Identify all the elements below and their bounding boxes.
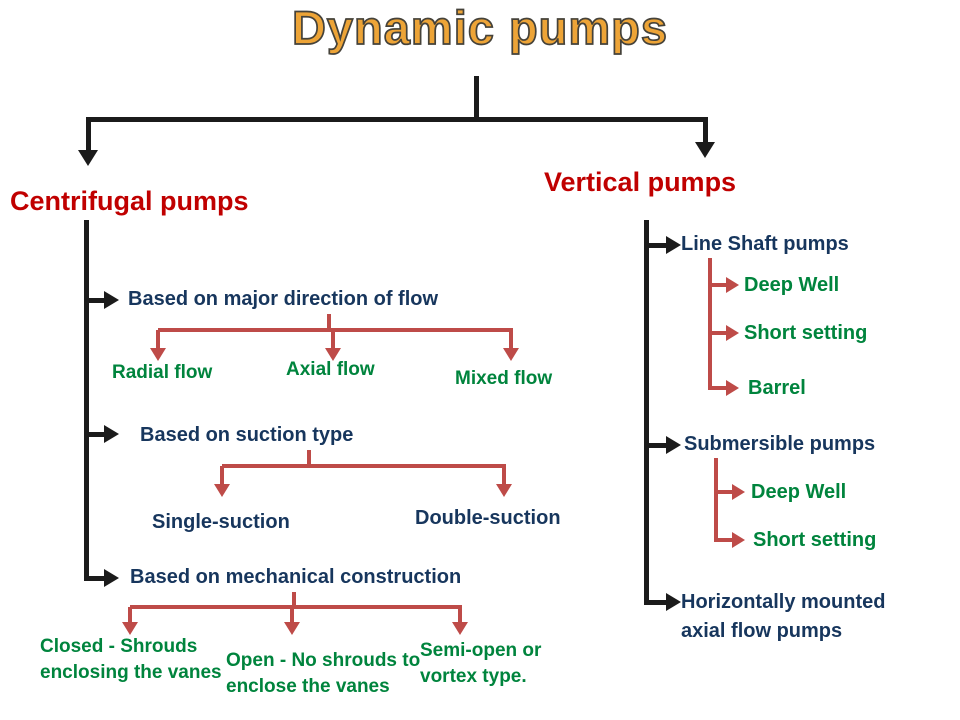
leaf-axial-flow: Axial flow [286, 359, 375, 380]
rbracket1-arrow3-icon [726, 380, 739, 396]
leaf-short-setting-1: Short setting [744, 322, 868, 344]
bracket1-arrow3-icon [503, 348, 519, 361]
bracket1-arrow1-icon [150, 348, 166, 361]
diagram-title: Dynamic pumps [291, 0, 669, 55]
left-branch1-line [84, 298, 106, 303]
leaf-barrel: Barrel [748, 377, 806, 399]
bracket2-drop1-line [220, 466, 224, 486]
bracket1-arrow2-icon [325, 348, 341, 361]
bracket1-drop3-line [509, 330, 513, 350]
rbracket2-tick2-line [716, 538, 732, 542]
category-submersible-pumps: Submersible pumps [684, 433, 876, 455]
bracket3-arrow3-icon [452, 622, 468, 635]
leaf-deep-well-2: Deep Well [751, 481, 847, 503]
bracket1-drop1-line [156, 330, 160, 350]
leaf-single-suction: Single-suction [152, 511, 290, 533]
left-branch3-line [84, 576, 106, 581]
bracket3-arrow2-icon [284, 622, 300, 635]
right-branch1-arrow-icon [666, 236, 681, 254]
rbracket1-spine-line [708, 258, 712, 390]
rbracket1-arrow2-icon [726, 325, 739, 341]
rbracket2-tick1-line [716, 490, 732, 494]
bracket2-bar-line [222, 464, 506, 468]
vertical-pumps-label: Vertical pumps [544, 167, 737, 197]
leaf-short-setting-2: Short setting [753, 529, 877, 551]
right-trunk-line [644, 220, 649, 604]
left-branch2-arrow-icon [104, 425, 119, 443]
bracket2-arrow2-icon [496, 484, 512, 497]
leaf-radial-flow: Radial flow [112, 362, 213, 383]
bracket3-drop1-line [128, 607, 132, 624]
bracket1-drop2-line [331, 330, 335, 350]
leaf-double-suction: Double-suction [415, 507, 561, 529]
rbracket1-tick1-line [710, 283, 726, 287]
bracket1-bar-line [158, 328, 513, 332]
title-stem-line [474, 76, 479, 120]
right-branch3-arrow-icon [666, 593, 681, 611]
category-mechanical-construction: Based on mechanical construction [130, 566, 462, 588]
right-drop-line [703, 117, 708, 144]
right-branch3-line [644, 600, 666, 605]
left-drop-line [86, 117, 91, 152]
bracket3-arrow1-icon [122, 622, 138, 635]
category-direction-of-flow: Based on major direction of flow [128, 288, 439, 310]
bracket3-stub-line [292, 592, 296, 607]
leaf-closed-shrouds: Closed - Shrouds enclosing the vanes [40, 636, 222, 683]
bracket2-arrow1-icon [214, 484, 230, 497]
rbracket1-arrow1-icon [726, 277, 739, 293]
right-branch2-line [644, 443, 666, 448]
top-horizontal-line [86, 117, 708, 122]
bracket3-bar-line [130, 605, 462, 609]
rbracket1-tick3-line [710, 386, 726, 390]
left-down-arrow-icon [78, 150, 98, 166]
leaf-mixed-flow: Mixed flow [455, 368, 553, 389]
leaf-semi-open-vortex: Semi-open or vortex type. [420, 640, 542, 687]
right-branch2-arrow-icon [666, 436, 681, 454]
leaf-open-no-shrouds: Open - No shrouds to enclose the vanes [226, 650, 421, 697]
rbracket2-arrow1-icon [732, 484, 745, 500]
bracket3-drop3-line [458, 607, 462, 624]
rbracket2-spine-line [714, 458, 718, 542]
left-branch1-arrow-icon [104, 291, 119, 309]
bracket3-drop2-line [290, 607, 294, 624]
rbracket1-tick2-line [710, 331, 726, 335]
category-horizontal-axial-pumps: Horizontally mounted axial flow pumps [681, 591, 886, 642]
bracket2-drop2-line [502, 466, 506, 486]
left-branch2-line [84, 432, 106, 437]
bracket2-stub-line [307, 450, 311, 466]
right-branch1-line [644, 243, 666, 248]
category-line-shaft-pumps: Line Shaft pumps [681, 233, 849, 255]
rbracket2-arrow2-icon [732, 532, 745, 548]
right-down-arrow-icon [695, 142, 715, 158]
leaf-deep-well-1: Deep Well [744, 274, 840, 296]
left-trunk-line [84, 220, 89, 580]
centrifugal-pumps-label: Centrifugal pumps [10, 186, 249, 216]
bracket1-stub-line [327, 314, 331, 330]
category-suction-type: Based on suction type [140, 424, 354, 446]
left-branch3-arrow-icon [104, 569, 119, 587]
